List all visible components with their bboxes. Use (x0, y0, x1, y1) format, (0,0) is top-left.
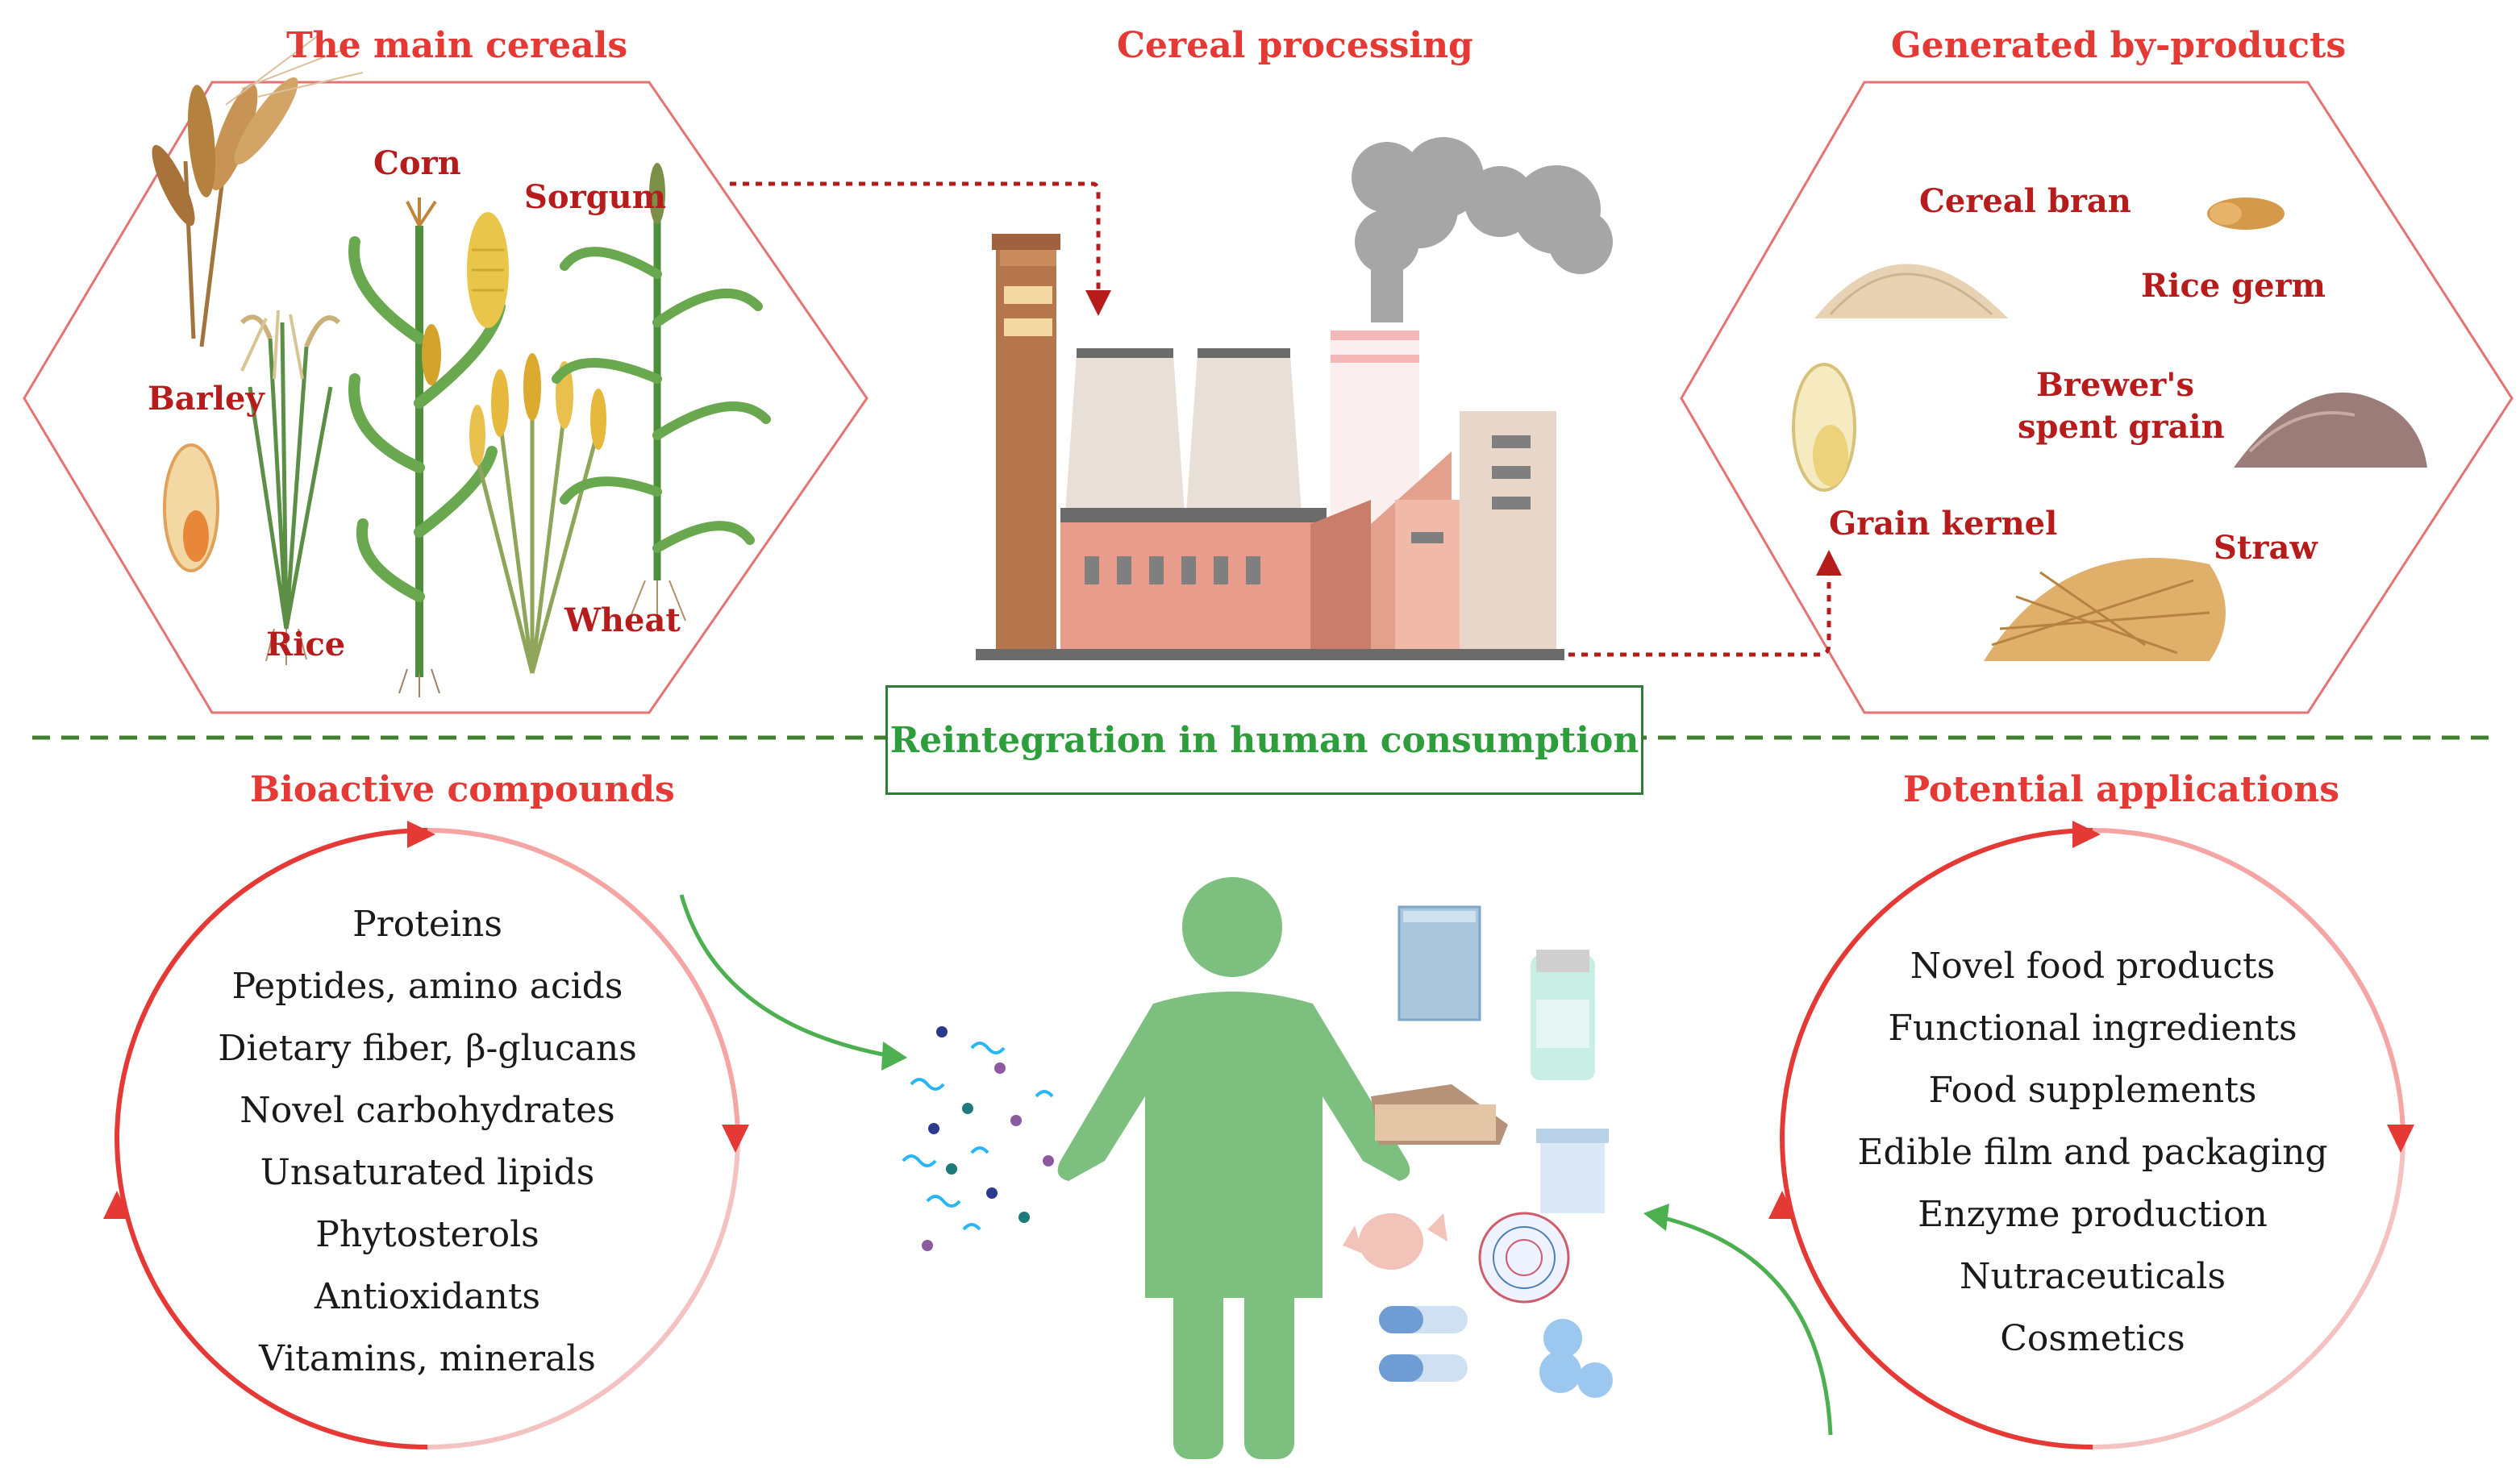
bioactive-compound-item: Unsaturated lipids (260, 1152, 595, 1193)
factory-illustration (976, 137, 1613, 660)
bioactive-compound-item: Dietary fiber, β-glucans (218, 1028, 637, 1069)
barley-grain (163, 443, 219, 572)
title-cereal-processing: Cereal processing (1117, 25, 1473, 66)
reintegration-label: Reintegration in human consumption (889, 719, 1639, 761)
bioactive-compound-item: Vitamins, minerals (259, 1338, 596, 1379)
food-products (1343, 905, 1613, 1398)
label-wheat: Wheat (564, 601, 681, 639)
label-rice-germ: Rice germ (2141, 267, 2326, 305)
rice-plant (240, 310, 341, 665)
label-sorgum: Sorgum (524, 178, 667, 216)
title-generated-byproducts: Generated by-products (1891, 25, 2347, 66)
label-grain-kernel: Grain kernel (1829, 505, 2058, 543)
reintegration-box: Reintegration in human consumption (885, 685, 1643, 795)
bioactive-arrow-top (407, 821, 435, 848)
title-potential-applications: Potential applications (1903, 769, 2340, 810)
label-straw: Straw (2214, 529, 2318, 567)
applications-arrow-left (1768, 1191, 1796, 1219)
arrow-factory-to-byproducts (1568, 572, 1831, 657)
person-figure (1057, 877, 1410, 1459)
brewers-spent-grain-pile (2234, 392, 2427, 468)
sorgum-plant (552, 163, 771, 629)
application-item: Novel food products (1910, 946, 2276, 987)
label-brewers-line1: Brewer's (2036, 366, 2195, 404)
arrow-head-byproducts (1816, 550, 1842, 576)
application-item: Edible film and packaging (1857, 1132, 2328, 1173)
label-cereal-bran: Cereal bran (1919, 182, 2131, 220)
green-arrow-applications (1660, 1215, 1833, 1436)
green-arrow-bioactive (679, 894, 892, 1058)
bioactive-compound-item: Proteins (352, 904, 502, 945)
label-barley: Barley (148, 380, 264, 418)
corn-plant (348, 198, 509, 697)
application-item: Enzyme production (1918, 1194, 2268, 1235)
applications-arrow-top (2072, 821, 2101, 848)
bioactive-compound-item: Phytosterols (315, 1214, 539, 1255)
application-item: Cosmetics (2000, 1318, 2185, 1359)
title-main-cereals: The main cereals (286, 25, 628, 66)
application-item: Food supplements (1928, 1070, 2257, 1111)
cereal-bran-pile (1814, 264, 2008, 318)
byproducts-hexagon (1680, 81, 2514, 714)
label-rice: Rice (266, 626, 346, 663)
label-corn: Corn (373, 144, 461, 182)
straw-pile (1984, 558, 2226, 661)
bioactive-arrow-left (103, 1191, 131, 1219)
grain-kernel-seed (1792, 363, 1856, 492)
applications-arrow-right (2387, 1125, 2414, 1153)
application-item: Functional ingredients (1888, 1008, 2297, 1049)
barley-plant (152, 31, 364, 347)
bioactive-compound-item: Antioxidants (314, 1276, 541, 1317)
title-bioactive-compounds: Bioactive compounds (250, 769, 675, 810)
bioactive-arrow-right (722, 1125, 749, 1153)
bioactive-compound-item: Novel carbohydrates (240, 1090, 615, 1131)
molecule-cluster (902, 1026, 1054, 1251)
application-item: Nutraceuticals (1959, 1256, 2226, 1297)
rice-germ-seed (2207, 198, 2285, 230)
bioactive-compound-item: Peptides, amino acids (231, 966, 623, 1007)
label-brewers-line2: spent grain (2018, 408, 2225, 446)
arrow-cereals-to-factory (730, 181, 1101, 294)
arrow-head-factory (1085, 290, 1111, 316)
